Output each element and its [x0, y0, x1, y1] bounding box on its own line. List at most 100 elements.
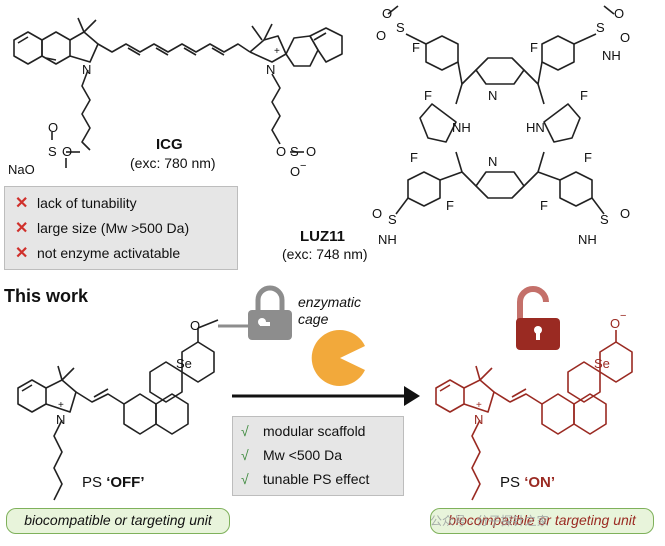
drawback-text: not enzyme activatable [37, 245, 181, 261]
feature-row: √ modular scaffold [241, 423, 365, 439]
cross-icon: ✕ [15, 195, 29, 212]
luz11-nh: NH [452, 120, 471, 135]
features-box: √ modular scaffold √ Mw <500 Da √ tunabl… [232, 416, 404, 496]
luz11-f-1: F [412, 40, 420, 55]
on-benzene [435, 379, 465, 413]
off-se: Se [176, 356, 192, 371]
on-se: Se [594, 356, 610, 371]
luz11-nh-br: NH [578, 232, 597, 247]
ps-on-label: PS ‘ON’ [500, 474, 555, 491]
luz11-s-tl: S [396, 20, 405, 35]
luz11-left-pyrrole [419, 103, 457, 143]
off-n: N [56, 412, 66, 427]
reaction-arrow [232, 386, 420, 406]
luz11-f-7: F [540, 198, 548, 213]
luz11-f-8: F [584, 150, 592, 165]
luz11-aryl-tr [541, 35, 575, 71]
luz11-title: LUZ11 [300, 228, 346, 245]
luz11-nh-tr: NH [602, 48, 621, 63]
drawback-row: ✕ large size (Mw >500 Da) [15, 218, 189, 238]
icg-ring-d [309, 27, 343, 63]
feature-text: tunable PS effect [263, 471, 370, 487]
cage-label-1: enzymatic [298, 294, 362, 310]
luz11-aryl-br [559, 171, 593, 207]
luz11-o-tl-2: O [376, 28, 387, 43]
icg-title: ICG [156, 136, 183, 153]
check-icon: √ [241, 471, 249, 487]
luz11-f-6: F [446, 198, 454, 213]
on-o: O [610, 316, 621, 331]
ps-off-label: PS ‘OFF’ [82, 474, 145, 491]
icg-o-right-2: O [306, 144, 317, 159]
luz11-s-bl: S [388, 212, 397, 227]
icg-n-left: N [82, 62, 92, 77]
check-icon: √ [241, 423, 249, 439]
off-o: O [190, 318, 201, 333]
icg-plus: + [274, 46, 280, 57]
cage-label-2: cage [298, 311, 329, 327]
pacman-icon [311, 330, 365, 386]
luz11-s-br: S [600, 212, 609, 227]
luz11-f-2: F [424, 88, 432, 103]
luz11-bottom-pyrroline [475, 171, 525, 199]
ps-prefix: PS [500, 474, 521, 491]
ps-prefix: PS [82, 474, 103, 491]
off-benzene [17, 379, 47, 413]
on-plus: + [476, 400, 482, 411]
icg-s-left: S [48, 144, 57, 159]
luz11-o-bl: O [372, 206, 383, 221]
luz11-o-tr: O [614, 6, 625, 21]
luz11-aryl-bl [407, 171, 441, 207]
off-state: ‘OFF’ [106, 474, 145, 491]
open-lock-icon [516, 286, 560, 350]
feature-row: √ Mw <500 Da [241, 447, 342, 463]
luz11-nh-bl: NH [378, 232, 397, 247]
drawback-row: ✕ lack of tunability [15, 193, 137, 213]
check-icon: √ [241, 447, 249, 463]
drawbacks-box: ✕ lack of tunability ✕ large size (Mw >5… [4, 186, 238, 270]
ps-on-structure [435, 330, 633, 501]
cross-icon: ✕ [15, 220, 29, 237]
icg-o-minus: O [290, 164, 301, 179]
luz11-right-pyrrole [543, 103, 581, 143]
unit-pill-off: biocompatible or targeting unit [6, 508, 230, 534]
drawback-text: large size (Mw >500 Da) [37, 220, 190, 236]
icg-ring-a [13, 31, 43, 65]
icg-n-right: N [266, 62, 276, 77]
icg-o-left-2: O [62, 144, 73, 159]
watermark: 公众号 · 分子探针之家 [430, 514, 549, 528]
luz11-o-tr-2: O [620, 30, 631, 45]
on-cyclohexene [541, 393, 575, 435]
icg-o-left-1: O [48, 120, 59, 135]
icg-o-right-1: O [276, 144, 287, 159]
luz11-s-tr: S [596, 20, 605, 35]
drawback-row: ✕ not enzyme activatable [15, 243, 180, 263]
feature-row: √ tunable PS effect [241, 471, 369, 487]
cross-icon: ✕ [15, 245, 29, 262]
icg-s-right: S [290, 144, 299, 159]
luz11-f-4: F [580, 88, 588, 103]
drawback-text: lack of tunability [37, 195, 137, 211]
off-plus: + [58, 400, 64, 411]
luz11-o-br: O [620, 206, 631, 221]
ps-off-structure [17, 319, 219, 501]
icg-exc: (exc: 780 nm) [130, 155, 216, 171]
luz11-structure [387, 5, 615, 215]
feature-text: Mw <500 Da [263, 447, 342, 463]
icg-structure [13, 17, 343, 168]
unit-pill-on: biocompatible or targeting unit [430, 508, 654, 534]
luz11-f-5: F [410, 150, 418, 165]
icg-nao: NaO [8, 162, 35, 177]
icg-minus: − [300, 160, 307, 172]
on-n: N [474, 412, 484, 427]
luz11-n-bottom: N [488, 154, 498, 169]
feature-text: modular scaffold [263, 423, 366, 439]
luz11-hn: HN [526, 120, 545, 135]
on-minus: − [620, 310, 627, 322]
closed-lock-icon [218, 285, 292, 340]
luz11-exc: (exc: 748 nm) [282, 246, 368, 262]
luz11-aryl-tl [425, 35, 459, 71]
luz11-f-3: F [530, 40, 538, 55]
